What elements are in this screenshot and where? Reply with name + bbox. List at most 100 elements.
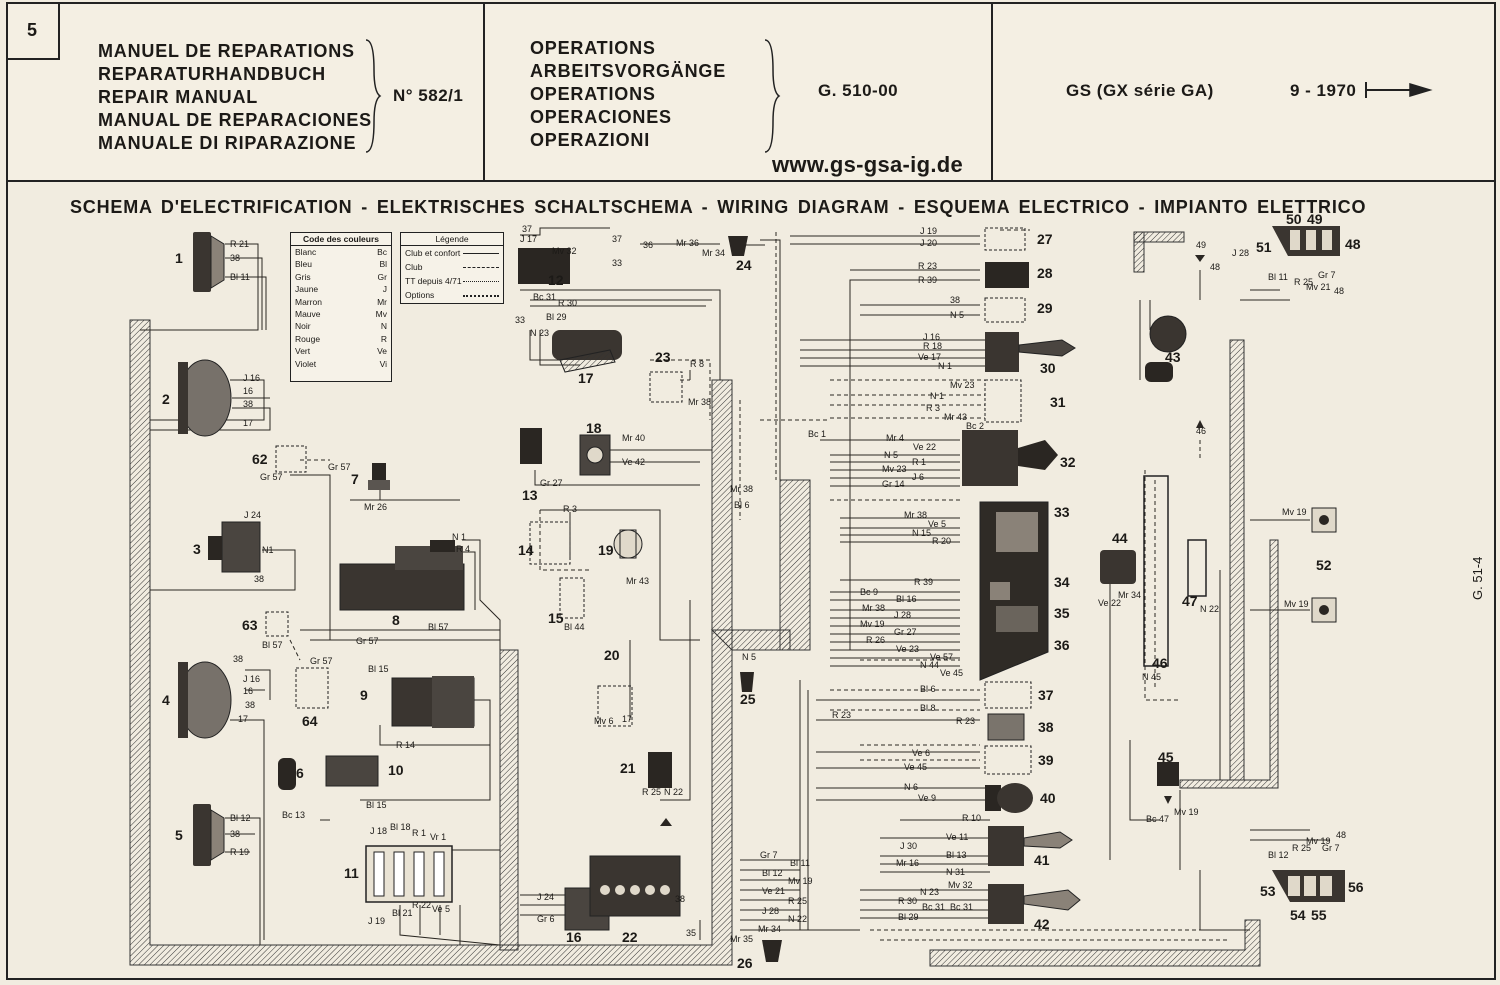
wire-label: J 28 (1232, 248, 1249, 258)
wire-label: Bc 9 (860, 587, 878, 597)
component-12-relay (518, 248, 570, 284)
component-number: 43 (1165, 349, 1181, 365)
component-39-lamp (984, 745, 1032, 775)
component-number: 63 (242, 617, 258, 633)
component-number: 46 (1152, 655, 1168, 671)
legend-item-options: Options (401, 288, 503, 302)
wire-label: Ve 17 (918, 352, 941, 362)
wire-label: R 21 (230, 239, 249, 249)
diagram-frame (6, 182, 1496, 980)
component-number: 37 (1038, 687, 1054, 703)
component-number: 64 (302, 713, 318, 729)
wire-label: Bc 1 (808, 429, 826, 439)
component-63-option (265, 611, 289, 637)
wire-label: N 1 (452, 532, 466, 542)
operation-code: G. 510-00 (818, 81, 899, 100)
wire-label: R 39 (918, 275, 937, 285)
wire-label: Ve 6 (912, 748, 930, 758)
component-number: 3 (193, 541, 201, 557)
wire-label: 38 (950, 295, 960, 305)
wire-label: Mr 35 (730, 934, 753, 944)
component-30-lighting-stalk (985, 332, 1076, 372)
component-9-ignition (391, 676, 475, 728)
wire-label: Bl 57 (428, 622, 449, 632)
component-13-sensor (520, 428, 542, 464)
component-number: 39 (1038, 752, 1054, 768)
component-number: 1 (175, 250, 183, 266)
wire-label: Ve 21 (762, 886, 785, 896)
wire-label: Mv 32 (948, 880, 973, 890)
legend-item-club: Club (401, 260, 503, 274)
component-23-relay (649, 371, 683, 403)
component-number: 21 (620, 760, 636, 776)
wire-label: 38 (675, 894, 685, 904)
wire-label: Gr 14 (882, 479, 905, 489)
wire-label: Mr 38 (688, 397, 711, 407)
component-number: 5 (175, 827, 183, 843)
component-number: 28 (1037, 265, 1053, 281)
wire-label: R 20 (932, 536, 951, 546)
component-8-starter (339, 540, 465, 611)
component-number: 24 (736, 257, 752, 273)
component-number: 52 (1316, 557, 1332, 573)
wire-label: 38 (233, 654, 243, 664)
wire-label: Ve 22 (913, 442, 936, 452)
wire-label: 46 (1196, 426, 1206, 436)
wire-label: R 39 (914, 577, 933, 587)
component-number: 17 (578, 370, 594, 386)
component-number: 55 (1311, 907, 1327, 923)
wire-label: Bl 13 (946, 850, 967, 860)
component-21-sender (648, 752, 672, 788)
wire-label: J 6 (912, 472, 924, 482)
wire-label: R 14 (396, 740, 415, 750)
wire-label: R 4 (456, 544, 470, 554)
component-number: 16 (566, 929, 582, 945)
component-7-switch (368, 463, 390, 490)
wire-label: Bc 2 (966, 421, 984, 431)
manual-title-de: REPARATURHANDBUCH (98, 64, 326, 84)
wire-label: Gr 57 (260, 472, 283, 482)
legend-item-club-confort: Club et confort (401, 246, 503, 260)
component-42-switch-stalk (988, 884, 1081, 924)
wire-label: Gr 7 (760, 850, 778, 860)
wire-label: N 22 (788, 914, 807, 924)
wire-label: Ve 23 (896, 644, 919, 654)
component-number: 4 (162, 692, 170, 708)
wire-label: R 18 (923, 341, 942, 351)
wire-label: J 16 (243, 373, 260, 383)
wire-label: R 1 (412, 828, 426, 838)
wire-label: N 44 (920, 660, 939, 670)
wire-label: Bc 47 (1146, 814, 1169, 824)
component-number: 30 (1040, 360, 1056, 376)
wire-label: Mr 38 (730, 484, 753, 494)
wire-label: R 30 (898, 896, 917, 906)
operation-title-de: ARBEITSVORGÄNGE (530, 61, 727, 81)
wire-label: Mr 40 (622, 433, 645, 443)
wire-label: R 19 (230, 847, 249, 857)
wire-label: Mv 19 (1174, 807, 1199, 817)
component-29-lamp (984, 297, 1026, 323)
component-26-bulb (762, 940, 782, 962)
wire-label: Mr 34 (1118, 590, 1141, 600)
wire-label: Mr 38 (862, 603, 885, 613)
wire-label: 38 (245, 700, 255, 710)
operation-title-it: OPERAZIONI (530, 130, 651, 150)
wire-label: Bl 12 (1268, 850, 1289, 860)
operation-titles: OPERATIONS ARBEITSVORGÄNGE OPERATIONS OP… (530, 37, 726, 152)
component-number: 51 (1256, 239, 1272, 255)
wire-label: Mr 16 (896, 858, 919, 868)
wires (140, 227, 1330, 946)
wire-label: 48 (1210, 262, 1220, 272)
wire-label: N1 (262, 545, 274, 555)
wire-label: N 22 (664, 787, 683, 797)
component-number: 20 (604, 647, 620, 663)
wire-label: Ve 5 (928, 519, 946, 529)
wire-label: N 5 (950, 310, 964, 320)
component-28-lamp (985, 262, 1029, 288)
wire-label: N 31 (946, 867, 965, 877)
color-code-title: Code des couleurs (291, 233, 391, 246)
